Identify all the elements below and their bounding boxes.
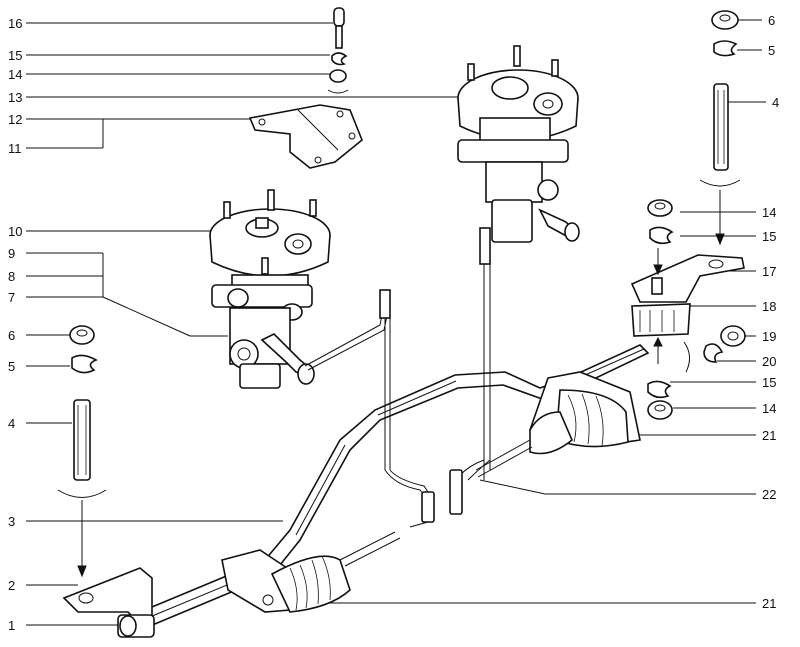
callout-label: 15 xyxy=(762,375,776,390)
right-mount-bracket xyxy=(630,248,745,364)
callout-label: 17 xyxy=(762,264,776,279)
right-brake-valve xyxy=(457,45,580,243)
callout-label: 6 xyxy=(768,13,775,28)
transverse-bar xyxy=(138,344,650,627)
callout-label: 13 xyxy=(8,90,22,105)
right-brake-chamber xyxy=(475,371,641,478)
callout-label: 20 xyxy=(762,354,776,369)
callout-label: 16 xyxy=(8,16,22,31)
left-brake-valve xyxy=(209,189,331,389)
callout-label: 4 xyxy=(8,416,15,431)
callout-label: 4 xyxy=(772,95,779,110)
callout-label: 11 xyxy=(8,141,22,156)
callout-label: 15 xyxy=(8,48,22,63)
callout-label: 14 xyxy=(762,401,776,416)
callout-label: 1 xyxy=(8,618,15,633)
callout-label: 10 xyxy=(8,224,22,239)
callout-label: 19 xyxy=(762,329,776,344)
right-stud-assembly xyxy=(699,10,741,246)
callout-label: 5 xyxy=(8,359,15,374)
left-callouts: 16 15 14 13 12 11 10 9 8 7 6 5 4 3 2 1 xyxy=(8,16,22,633)
callout-label: 8 xyxy=(8,269,15,284)
left-mount-bracket xyxy=(62,567,155,638)
valve-bracket-plate xyxy=(248,104,363,169)
callout-label: 3 xyxy=(8,514,15,529)
left-stud-assembly xyxy=(57,325,107,578)
callout-label: 7 xyxy=(8,290,15,305)
right-fasteners xyxy=(647,199,746,420)
callout-label: 18 xyxy=(762,299,776,314)
callout-label: 21 xyxy=(762,428,776,443)
callout-label: 21 xyxy=(762,596,776,611)
callout-label: 12 xyxy=(8,112,22,127)
callout-label: 14 xyxy=(762,205,776,220)
callout-label: 22 xyxy=(762,487,776,502)
callout-label: 2 xyxy=(8,578,15,593)
right-callouts: 6 5 4 14 15 17 18 19 20 15 14 21 22 21 xyxy=(762,13,779,611)
top-bolt-stack xyxy=(327,7,349,94)
left-leader-lines xyxy=(26,22,460,626)
callout-label: 6 xyxy=(8,328,15,343)
callout-label: 14 xyxy=(8,67,22,82)
callout-label: 5 xyxy=(768,43,775,58)
callout-label: 15 xyxy=(762,229,776,244)
brake-lines xyxy=(304,227,491,528)
callout-label: 9 xyxy=(8,246,15,261)
left-brake-chamber xyxy=(221,531,401,613)
